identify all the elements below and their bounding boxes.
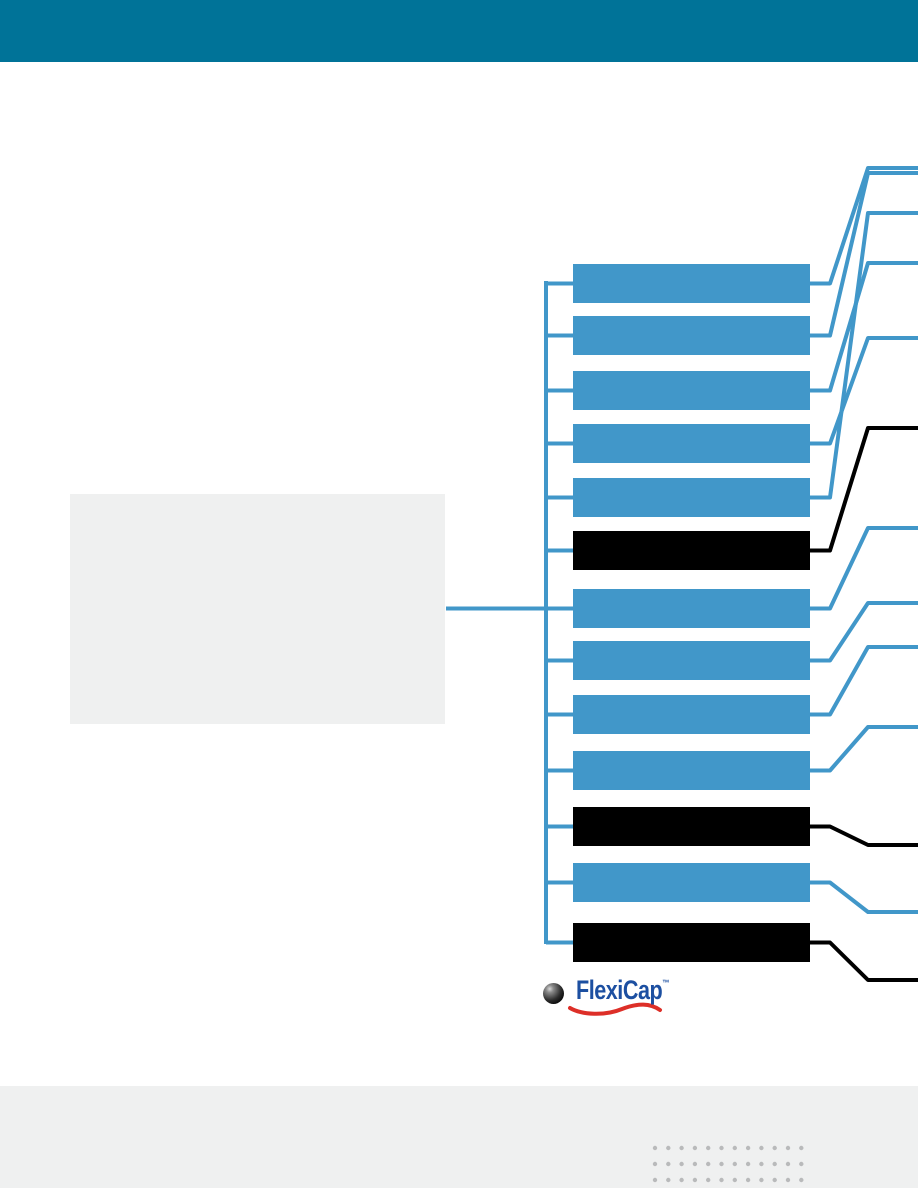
diagram-bar	[573, 807, 810, 846]
logo-sphere-icon	[543, 983, 564, 1004]
connector-line	[810, 336, 918, 446]
dot-pattern-dot	[692, 1161, 698, 1167]
dot-pattern-dot	[799, 1177, 804, 1183]
dot-pattern-dot	[706, 1161, 711, 1167]
dot-pattern-dot	[652, 1177, 658, 1183]
dot-pattern-dot	[745, 1145, 751, 1151]
connector-line	[810, 211, 918, 500]
dot-pattern-dot	[772, 1161, 777, 1167]
dot-pattern-dot	[785, 1145, 791, 1151]
info-panel	[70, 494, 445, 724]
connector-line	[810, 645, 918, 717]
logo-trademark: ™	[662, 978, 669, 988]
dot-pattern-dot	[732, 1145, 737, 1151]
dot-pattern-dot	[679, 1145, 684, 1151]
diagram-bar	[573, 923, 810, 962]
logo-text: FlexiCap™	[576, 975, 669, 1005]
connector-line	[810, 171, 918, 338]
diagram-bar	[573, 424, 810, 463]
dot-pattern-dot	[666, 1145, 671, 1151]
connector-line	[810, 725, 918, 773]
connector-line	[810, 824, 918, 847]
diagram-bar	[573, 264, 810, 303]
dot-pattern-dot	[759, 1177, 764, 1183]
dot-pattern-dot	[666, 1177, 671, 1183]
dot-pattern-dot	[732, 1177, 737, 1183]
dot-pattern-dot	[652, 1145, 658, 1151]
dot-pattern-dot	[666, 1161, 671, 1167]
dot-pattern-dot	[652, 1161, 658, 1167]
dot-pattern-dot	[719, 1161, 724, 1167]
dot-pattern-dot	[719, 1145, 724, 1151]
dot-pattern-dot	[679, 1177, 684, 1183]
diagram-bar	[573, 531, 810, 570]
flexicap-logo: FlexiCap™	[543, 975, 692, 1024]
dot-pattern-dot	[692, 1145, 698, 1151]
dot-pattern-dot	[706, 1177, 711, 1183]
dot-pattern-dot	[745, 1161, 751, 1167]
logo-wordmark: FlexiCap	[576, 975, 663, 1005]
dot-pattern-dot	[785, 1161, 791, 1167]
dot-pattern-dot	[732, 1161, 737, 1167]
diagram-bar	[573, 316, 810, 355]
diagram-bar	[573, 695, 810, 734]
dot-pattern-dot	[759, 1145, 764, 1151]
dot-pattern-dot	[799, 1145, 804, 1151]
connector-line	[810, 601, 918, 663]
dot-pattern-dot	[785, 1177, 791, 1183]
diagram-bar	[573, 589, 810, 628]
connector-line	[810, 880, 918, 914]
dot-pattern-dot	[679, 1161, 684, 1167]
dot-pattern-dot	[772, 1145, 777, 1151]
connector-line	[810, 166, 918, 286]
dot-pattern-dot	[692, 1177, 698, 1183]
dot-pattern-dot	[706, 1145, 711, 1151]
dot-pattern-dot	[799, 1161, 804, 1167]
connector-line	[810, 426, 918, 553]
header-bar	[0, 0, 918, 62]
dot-pattern-dot	[745, 1177, 751, 1183]
diagram-bar	[573, 478, 810, 517]
diagram-bar	[573, 371, 810, 410]
dot-pattern-dot	[719, 1177, 724, 1183]
diagram-bar	[573, 641, 810, 680]
footer-bar	[0, 1086, 918, 1188]
connector-line	[810, 940, 918, 982]
diagram-bar	[573, 863, 810, 902]
connector-line	[810, 526, 918, 611]
dot-pattern-dot	[772, 1177, 777, 1183]
diagram-bar	[573, 751, 810, 790]
connector-line	[810, 261, 918, 393]
logo-swoosh	[568, 1002, 662, 1016]
dot-pattern-dot	[759, 1161, 764, 1167]
